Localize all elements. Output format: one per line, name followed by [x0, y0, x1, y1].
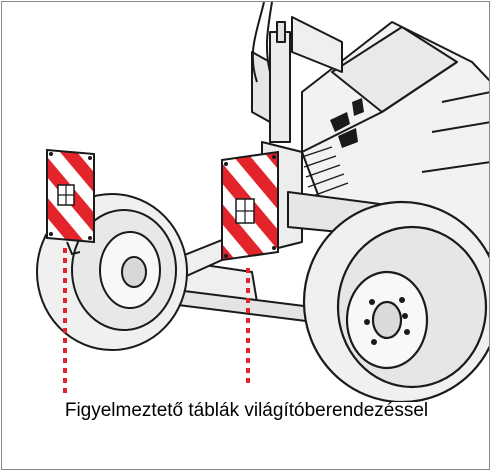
warning-sign-left-icon — [46, 148, 95, 256]
warning-sign-right-icon — [221, 150, 279, 262]
machine-body — [251, 2, 489, 273]
indicator-lines — [63, 248, 250, 394]
machine-illustration — [36, 2, 489, 402]
right-wheel — [302, 200, 489, 402]
figure-caption: Figyelmeztető táblák világítóberendezéss… — [64, 400, 429, 421]
